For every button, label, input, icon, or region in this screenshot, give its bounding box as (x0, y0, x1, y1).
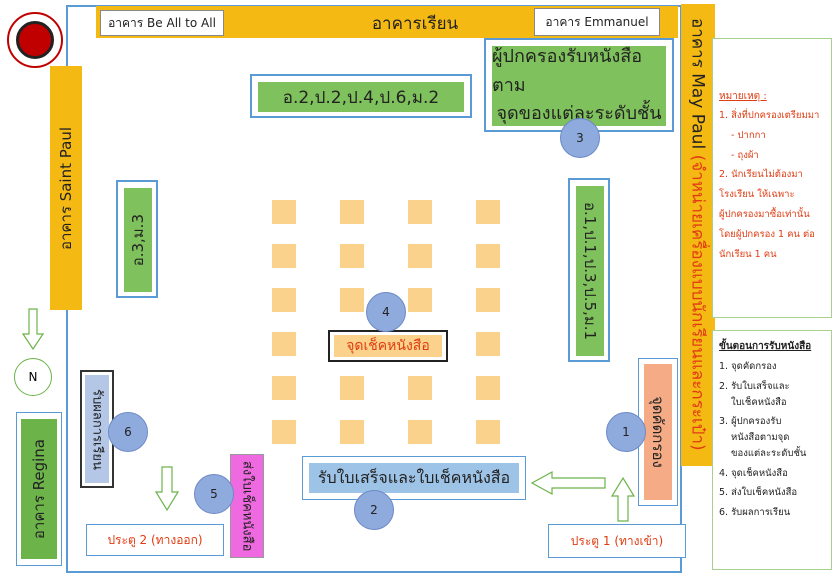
grade-point-left: อ.3,ม.3 (116, 180, 158, 298)
table-square (476, 200, 500, 224)
procedure-title: ขั้นตอนการรับหนังสือ (719, 341, 812, 352)
table-square (408, 376, 432, 400)
table-square (408, 244, 432, 268)
school-logo (7, 12, 63, 68)
grade-point-left-fill: อ.3,ม.3 (124, 188, 152, 292)
procedure-step: 5. ส่งใบเช็คหนังสือ (719, 487, 798, 499)
notes-title: หมายเหตุ : (719, 91, 767, 102)
table-square (272, 376, 296, 400)
screening-station-fill: จุดคัดกรอง (644, 364, 672, 500)
step-3-marker: 3 (560, 118, 600, 158)
step-5-marker: 5 (194, 474, 234, 514)
procedure-step: ของแต่ละระดับชั้น (731, 447, 807, 459)
notes-line: - ปากกา (731, 129, 766, 141)
step-6-marker: 6 (108, 412, 148, 452)
table-square (408, 200, 432, 224)
grade-point-top-left-label: อ.2,ป.2,ป.4,ป.6,ม.2 (258, 82, 464, 112)
building-saint-paul: อาคาร Saint Paul (50, 66, 82, 310)
screening-station-label: จุดคัดกรอง (649, 396, 667, 468)
table-square (272, 420, 296, 444)
building-may-paul-label: อาคาร May Paul (จำหน่ายเครื่องแบบนักเรีย… (685, 18, 712, 451)
may-paul-note: (จำหน่ายเครื่องแบบนักเรียนและกระเป๋า) (687, 154, 708, 451)
building-emmanuel: อาคาร Emmanuel (534, 8, 660, 36)
send-check-station: ส่งใบเช็คหนังสือ (230, 454, 264, 558)
procedure-step: 1. จุดคัดกรอง (719, 361, 777, 372)
north-indicator: N (14, 358, 52, 396)
procedure-step: 4. จุดเช็คหนังสือ (719, 467, 788, 479)
notes-line: - ถุงผ้า (731, 149, 759, 161)
table-square (340, 200, 364, 224)
building-regina-label: อาคาร Regina (30, 438, 48, 540)
table-square (408, 288, 432, 312)
grade-point-top-right-label: ผู้ปกครองรับหนังสือตาม จุดของแต่ละระดับช… (492, 46, 666, 126)
grade-point-right-label: อ.1,ป.1,ป.3,ป.5,ม.1 (581, 201, 599, 341)
building-regina-fill: อาคาร Regina (21, 419, 57, 559)
table-square (476, 332, 500, 356)
grade-point-right: อ.1,ป.1,ป.3,ป.5,ม.1 (568, 178, 610, 362)
book-check-point: จุดเช็คหนังสือ (328, 330, 448, 362)
grade-point-top-right-line1: ผู้ปกครองรับหนังสือตาม (492, 45, 643, 96)
procedure-step: 6. รับผลการเรียน (719, 507, 791, 519)
table-square (340, 244, 364, 268)
table-square (476, 376, 500, 400)
grade-point-top-right: ผู้ปกครองรับหนังสือตาม จุดของแต่ละระดับช… (484, 38, 674, 132)
classroom-building-label: อาคารเรียน (371, 13, 459, 34)
arrow-up-icon (610, 476, 636, 522)
gate-2-exit: ประตู 2 (ทางออก) (86, 524, 224, 556)
procedure-step: 2. รับใบเสร็จและ (719, 380, 790, 392)
table-square (340, 288, 364, 312)
grade-point-left-label: อ.3,ม.3 (129, 213, 147, 267)
procedure-panel: ขั้นตอนการรับหนังสือ 1. จุดคัดกรอง 2. รั… (712, 330, 832, 570)
table-square (476, 244, 500, 268)
step-1-marker: 1 (606, 412, 646, 452)
results-station-label: รับผลการเรียน (89, 388, 105, 470)
results-station-fill: รับผลการเรียน (85, 375, 109, 483)
receipt-station-label: รับใบเสร็จและใบเช็คหนังสือ (309, 463, 519, 493)
table-square (476, 420, 500, 444)
table-square (340, 420, 364, 444)
notes-panel: หมายเหตุ : 1. สิ่งที่ปกครองเตรียมมา - ปา… (712, 38, 832, 318)
procedure-step: 3. ผู้ปกครองรับ (719, 416, 782, 428)
grade-point-top-right-line2: จุดของแต่ละระดับชั้น (496, 103, 662, 125)
notes-line: 1. สิ่งที่ปกครองเตรียมมา (719, 110, 820, 121)
gate-1-entrance: ประตู 1 (ทางเข้า) (548, 524, 686, 558)
notes-line: ผู้ปกครองมาซื้อเท่านั้น (719, 209, 810, 221)
table-square (408, 420, 432, 444)
table-square (340, 376, 364, 400)
grade-point-top-left: อ.2,ป.2,ป.4,ป.6,ม.2 (250, 74, 472, 118)
arrow-left-icon (530, 470, 606, 496)
building-saint-paul-label: อาคาร Saint Paul (57, 126, 75, 250)
arrow-down-icon (154, 466, 180, 512)
send-check-station-label: ส่งใบเช็คหนังสือ (239, 460, 255, 552)
building-regina: อาคาร Regina (16, 412, 62, 566)
building-be-all-to-all: อาคาร Be All to All (100, 10, 224, 36)
procedure-step: หนังสือตามจุด (731, 432, 790, 444)
notes-line: โดยผู้ปกครอง 1 คน ต่อ (719, 228, 815, 240)
building-may-paul: อาคาร May Paul (จำหน่ายเครื่องแบบนักเรีย… (681, 4, 715, 466)
notes-line: นักเรียน 1 คน (719, 248, 777, 260)
notes-line: 2. นักเรียนไม่ต้องมา (719, 169, 803, 181)
table-square (272, 244, 296, 268)
step-4-marker: 4 (366, 292, 406, 332)
table-square (272, 288, 296, 312)
table-square (272, 200, 296, 224)
receipt-station: รับใบเสร็จและใบเช็คหนังสือ (302, 456, 526, 500)
table-square (272, 332, 296, 356)
step-2-marker: 2 (354, 490, 394, 530)
procedure-step: ใบเช็คหนังสือ (731, 396, 787, 408)
table-square (476, 288, 500, 312)
results-station: รับผลการเรียน (80, 370, 114, 488)
notes-line: โรงเรียน ให้เฉพาะ (719, 189, 795, 201)
grade-point-right-fill: อ.1,ป.1,ป.3,ป.5,ม.1 (576, 186, 604, 356)
may-paul-name: อาคาร May Paul (687, 18, 708, 150)
book-check-point-label: จุดเช็คหนังสือ (334, 335, 442, 357)
north-arrow-icon (22, 308, 44, 350)
